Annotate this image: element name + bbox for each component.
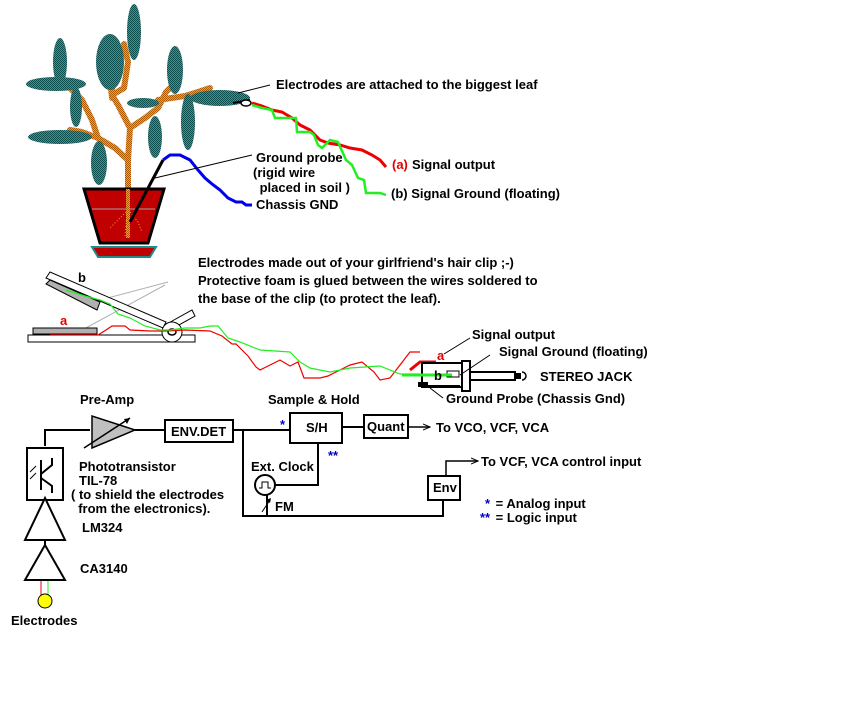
ground-probe-label: Ground probe bbox=[256, 150, 343, 165]
chassis-gnd-wire bbox=[162, 153, 252, 207]
clip-note-line-2: Protective foam is glued between the wir… bbox=[198, 273, 538, 288]
jack-signal-ground-label: Signal Ground (floating) bbox=[499, 344, 648, 359]
legend-logic-mark: ** bbox=[480, 510, 491, 525]
leaf bbox=[91, 141, 107, 185]
flower-pot bbox=[81, 187, 167, 258]
phototransistor-box bbox=[26, 447, 64, 501]
env-label: Env bbox=[433, 480, 458, 495]
electrodes-note: Electrodes are attached to the biggest l… bbox=[276, 77, 538, 92]
legend-logic: = Logic input bbox=[492, 510, 578, 525]
leaf bbox=[53, 38, 67, 86]
leaf bbox=[167, 46, 183, 94]
electrodes-dot bbox=[37, 593, 53, 609]
hair-clip: Electrodes made out of your girlfriend's… bbox=[27, 255, 538, 381]
to-vcf-label: To VCF, VCA control input bbox=[481, 454, 642, 469]
leaf-electrode bbox=[232, 99, 252, 107]
leaf bbox=[127, 4, 141, 60]
lm324-triangle bbox=[23, 495, 67, 541]
fm-label: FM bbox=[275, 499, 294, 514]
env-det-label: ENV.DET bbox=[171, 424, 226, 439]
logic-input-stars: ** bbox=[328, 448, 339, 463]
shield-note-1: ( to shield the electrodes bbox=[71, 487, 224, 502]
leaf bbox=[26, 77, 86, 91]
leaf bbox=[28, 130, 92, 144]
block-diagram bbox=[23, 412, 478, 609]
leaf bbox=[127, 98, 159, 108]
signal-ground-label: (b) Signal Ground (floating) bbox=[391, 186, 560, 201]
ground-probe-rod bbox=[128, 159, 165, 223]
til78-label: TIL-78 bbox=[79, 473, 117, 488]
signal-output-label: Signal output bbox=[412, 157, 496, 172]
analog-input-star: * bbox=[280, 417, 286, 432]
shield-note-2: from the electronics). bbox=[71, 501, 210, 516]
signal-output-wire bbox=[251, 101, 388, 168]
phototransistor-label: Phototransistor bbox=[79, 459, 176, 474]
electrodes-label: Electrodes bbox=[11, 613, 77, 628]
ca3140-triangle bbox=[23, 542, 67, 581]
env-block bbox=[427, 475, 461, 501]
legend-analog: = Analog input bbox=[492, 496, 586, 511]
sample-hold-title: Sample & Hold bbox=[268, 392, 360, 407]
jack-label-b: b bbox=[434, 368, 442, 383]
lm324-label: LM324 bbox=[82, 520, 123, 535]
ground-probe-label-3: placed in soil ) bbox=[256, 180, 350, 195]
clip-note-line-1: Electrodes made out of your girlfriend's… bbox=[198, 255, 514, 270]
jack-ground-probe-label: Ground Probe (Chassis Gnd) bbox=[446, 391, 625, 406]
block-labels: Pre-Amp ENV.DET Sample & Hold S/H Quant … bbox=[11, 392, 642, 628]
sample-hold-block bbox=[289, 412, 343, 444]
ca3140-label: CA3140 bbox=[80, 561, 128, 576]
foam-leader bbox=[99, 281, 169, 301]
jack-signal-output-label: Signal output bbox=[472, 327, 556, 342]
chassis-gnd-label: Chassis GND bbox=[256, 197, 338, 212]
clip-label-a: a bbox=[60, 313, 68, 328]
electrodes-leader bbox=[237, 84, 271, 94]
sh-label: S/H bbox=[306, 420, 328, 435]
clip-ground-wire bbox=[65, 289, 441, 377]
clip-signal-wire bbox=[50, 325, 420, 381]
leaf bbox=[70, 87, 82, 127]
signal-ground-wire bbox=[251, 103, 387, 197]
clip-note-line-3: the base of the clip (to protect the lea… bbox=[198, 291, 441, 306]
quant-label: Quant bbox=[367, 419, 405, 434]
leaf bbox=[96, 34, 124, 90]
stereo-jack: a b Signal output Signal Ground (floatin… bbox=[402, 327, 648, 406]
preamp-triangle bbox=[91, 414, 138, 450]
plant: Electrodes are attached to the biggest l… bbox=[26, 4, 560, 258]
to-vco-label: To VCO, VCF, VCA bbox=[436, 420, 550, 435]
ext-clock-oscillator bbox=[254, 474, 276, 496]
ext-clock-label: Ext. Clock bbox=[251, 459, 315, 474]
plant-leaves bbox=[26, 4, 250, 185]
jack-label-a: a bbox=[437, 348, 445, 363]
leaf bbox=[148, 116, 162, 158]
legend-analog-mark: * bbox=[485, 496, 491, 511]
preamp-label: Pre-Amp bbox=[80, 392, 134, 407]
ground-probe-label-2: (rigid wire bbox=[253, 165, 315, 180]
ground-probe-leader bbox=[154, 154, 253, 179]
clip-label-b: b bbox=[78, 270, 86, 285]
leaf bbox=[181, 94, 195, 150]
signal-output-tag: (a) bbox=[392, 157, 408, 172]
stereo-jack-label: STEREO JACK bbox=[540, 369, 633, 384]
